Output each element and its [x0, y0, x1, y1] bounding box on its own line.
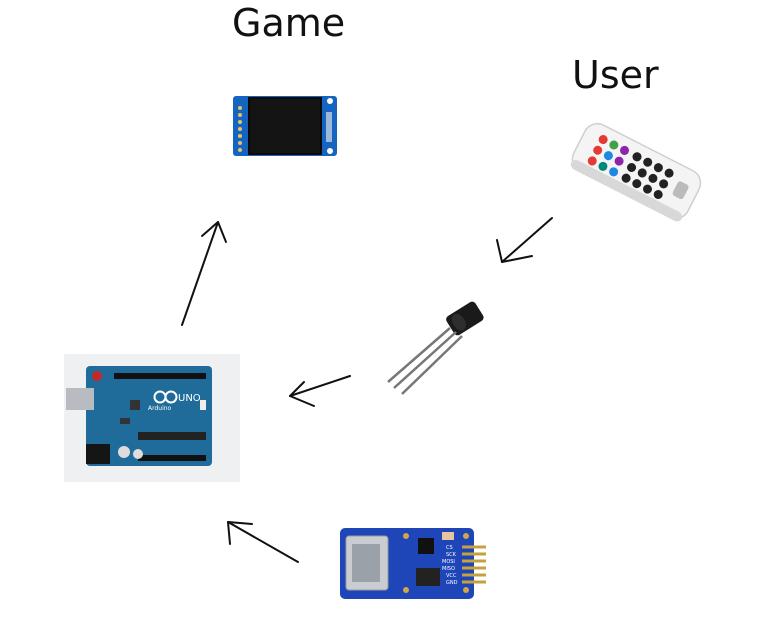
arrow-receiver-to-arduino — [289, 375, 351, 407]
sd-card-module-icon: CS SCK MOSI MISO VCC GND — [340, 528, 486, 599]
arduino-brand-text: Arduino — [148, 405, 172, 412]
sd-pin-label: CS — [446, 545, 453, 551]
arrow-sd-to-arduino — [227, 521, 299, 563]
sd-pin-label: SCK — [446, 552, 457, 558]
game-label: Game — [232, 1, 346, 45]
sd-pin-label: MOSI — [442, 559, 455, 565]
arrow-remote-to-receiver — [496, 217, 553, 263]
sd-pin-label: MISO — [442, 566, 455, 572]
lcd-display-icon — [233, 96, 337, 156]
arduino-uno-icon: UNO Arduino — [64, 354, 240, 482]
user-label: User — [572, 53, 659, 97]
ir-remote-icon — [570, 122, 702, 222]
arduino-uno-logo-text: UNO — [178, 393, 201, 404]
ir-receiver-icon — [387, 301, 484, 395]
sd-pin-label: VCC — [446, 573, 457, 579]
arrow-arduino-to-lcd — [181, 221, 227, 326]
sd-pin-label: GND — [446, 580, 458, 586]
